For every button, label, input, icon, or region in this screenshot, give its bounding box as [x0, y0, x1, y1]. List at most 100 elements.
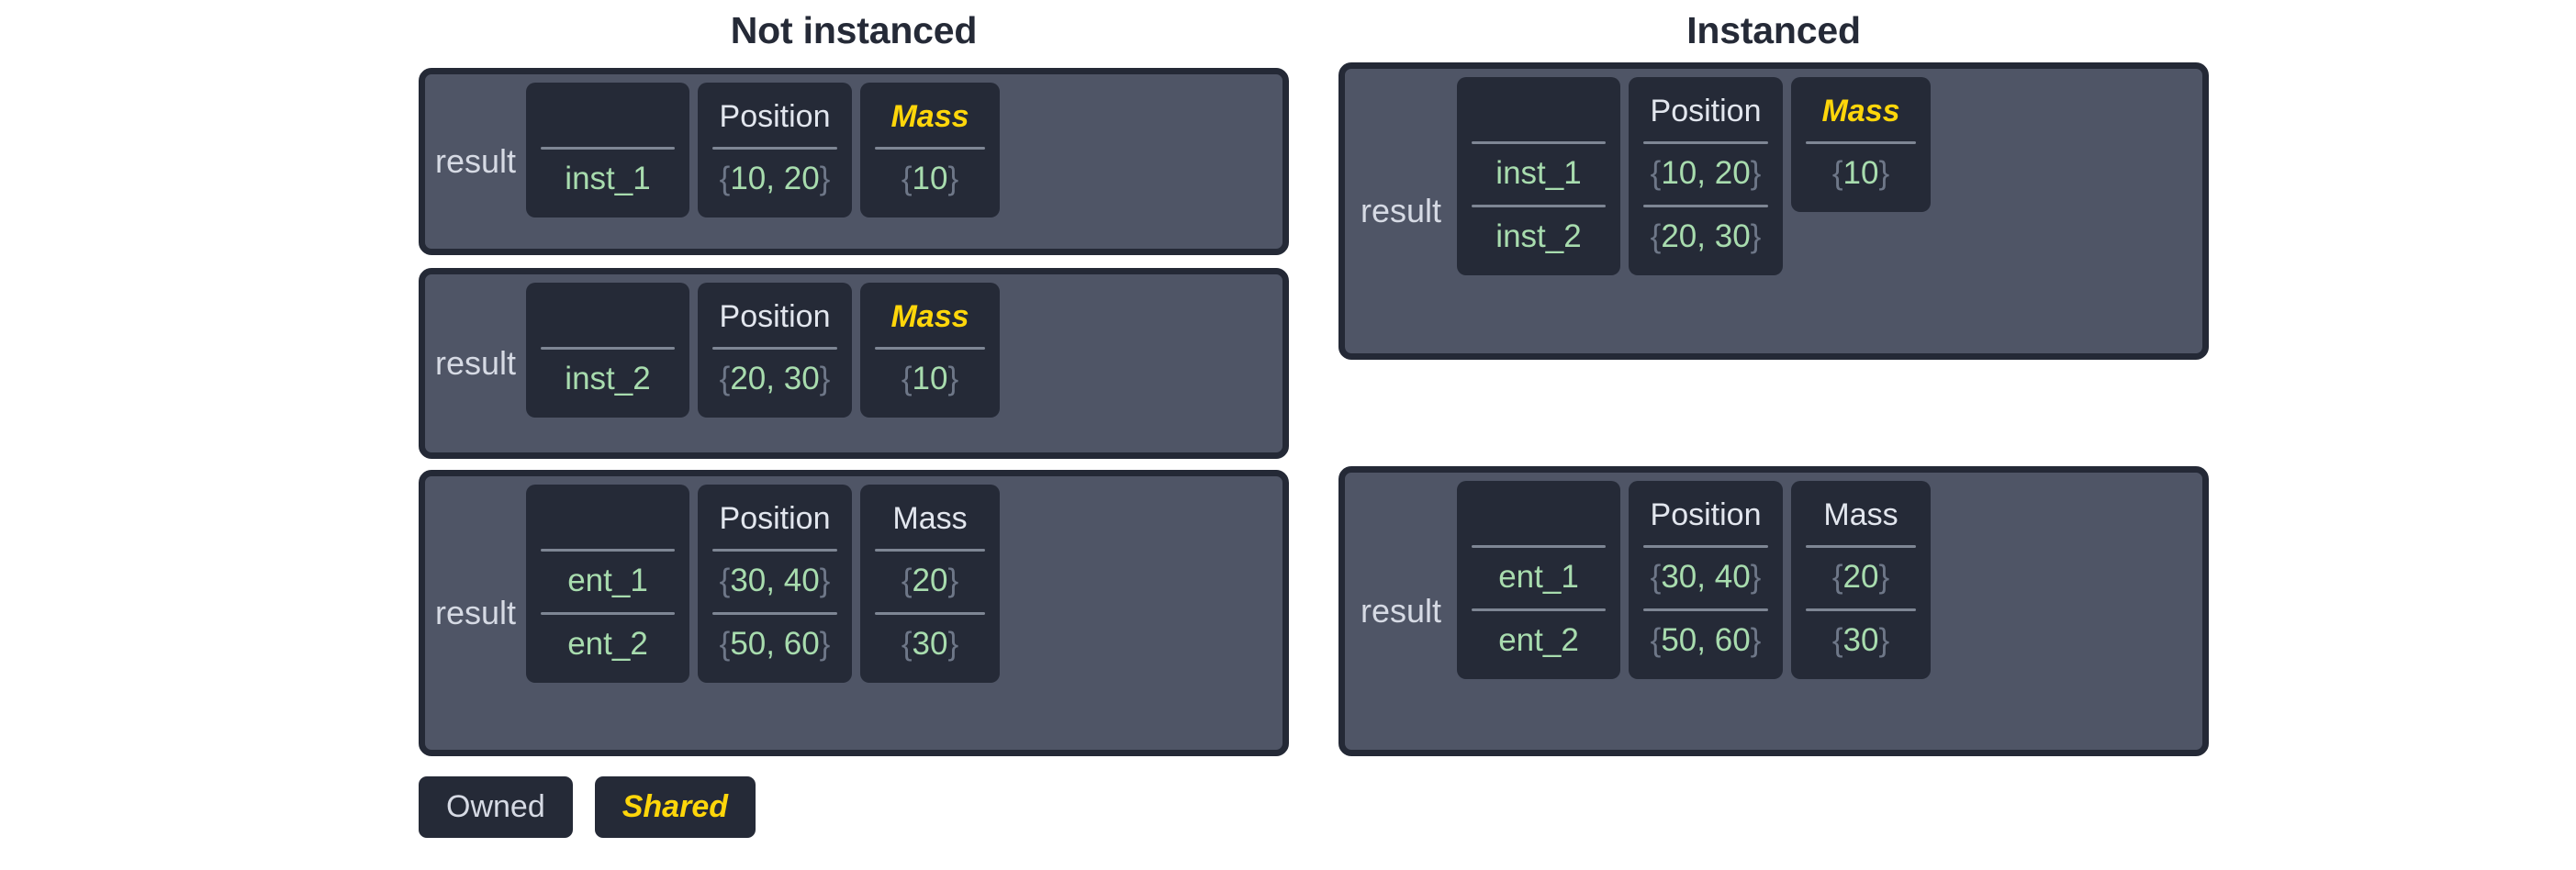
- entity-column: inst_1 inst_2: [1457, 77, 1620, 275]
- mass-column-value: {30}: [1831, 622, 1890, 658]
- entity-column-value: inst_2: [1495, 218, 1582, 254]
- columns-group: inst_2 Position {20, 30} Mass {10}: [526, 274, 1282, 452]
- row-separator: [875, 347, 985, 350]
- position-column-header: Position: [719, 298, 831, 334]
- columns-group: inst_1 Position {10, 20} Mass{10}: [526, 74, 1282, 249]
- table-row: ent_1: [1472, 540, 1606, 603]
- position-column-value: {10, 20}: [1650, 155, 1762, 191]
- position-column-value: {10, 20}: [719, 161, 831, 196]
- mass-column-value: {10}: [901, 161, 959, 196]
- mass-column-value: {10}: [1831, 155, 1890, 191]
- table-row: {10}: [1806, 136, 1916, 199]
- position-column-header: Position: [719, 500, 831, 536]
- position-column-value: {30, 40}: [719, 563, 831, 598]
- row-separator: [1643, 608, 1768, 611]
- row-separator: [541, 347, 675, 350]
- entity-column: ent_1 ent_2: [526, 485, 689, 683]
- table-row: {30}: [875, 607, 985, 670]
- mass-column-value: {30}: [901, 626, 959, 662]
- legend-chip-owned: Owned: [419, 776, 573, 838]
- mass-column-value: {10}: [901, 361, 959, 396]
- table-row: inst_1: [541, 141, 675, 205]
- mass-column-header: Mass: [1821, 93, 1900, 128]
- row-separator: [1472, 545, 1606, 548]
- entity-column: ent_1 ent_2: [1457, 481, 1620, 679]
- mass-column-value: {20}: [1831, 559, 1890, 595]
- table-row: {20}: [1806, 540, 1916, 603]
- row-separator: [1643, 141, 1768, 144]
- table-row: {30, 40}: [712, 543, 837, 607]
- row-separator: [541, 549, 675, 552]
- mass-column: Mass{10}: [860, 83, 1000, 218]
- entity-column-value: ent_1: [567, 563, 648, 598]
- table-not-instanced-3: result ent_1 ent_2 Position {30, 40} {50, 60…: [419, 470, 1289, 756]
- table-row: inst_1: [1472, 136, 1606, 199]
- table-row: {20, 30}: [712, 341, 837, 405]
- row-separator: [875, 147, 985, 150]
- table-row: inst_2: [1472, 199, 1606, 262]
- table-instanced-2: result ent_1 ent_2 Position {30, 40} {50, 60…: [1338, 466, 2209, 756]
- result-label: result: [1360, 592, 1442, 630]
- position-column-value: {50, 60}: [1650, 622, 1762, 658]
- mass-column: Mass {10}: [1791, 77, 1931, 212]
- entity-column-header: [1472, 490, 1606, 540]
- entity-column-header: [541, 92, 675, 141]
- position-column-header: Position: [1650, 93, 1762, 128]
- position-column: Position {10, 20} {20, 30}: [1629, 77, 1783, 275]
- row-separator: [1472, 608, 1606, 611]
- table-row: {30}: [1806, 603, 1916, 666]
- column-title-not-instanced: Not instanced: [730, 9, 978, 51]
- columns-group: inst_1 inst_2 Position {10, 20} {20, 30} Mass…: [1457, 69, 2202, 353]
- table-row: {20}: [875, 543, 985, 607]
- table-row: {30, 40}: [1643, 540, 1768, 603]
- result-label: result: [434, 594, 517, 631]
- result-label: result: [434, 142, 517, 180]
- table-row: ent_2: [541, 607, 675, 670]
- table-row: {10, 20}: [1643, 136, 1768, 199]
- entity-column-value: inst_1: [565, 161, 651, 196]
- table-row: {10}: [875, 141, 985, 205]
- column-title-instanced: Instanced: [1686, 9, 1861, 51]
- position-column-value: {50, 60}: [719, 626, 831, 662]
- table-row: {20, 30}: [1643, 199, 1768, 262]
- row-separator: [1643, 545, 1768, 548]
- row-separator: [712, 347, 837, 350]
- row-separator: [875, 612, 985, 615]
- mass-column: Mass{20}{30}: [860, 485, 1000, 683]
- table-row: {50, 60}: [1643, 603, 1768, 666]
- entity-column-value: inst_1: [1495, 155, 1582, 191]
- position-column: Position {20, 30}: [698, 283, 852, 418]
- mass-column: Mass {10}: [860, 283, 1000, 418]
- row-separator: [1806, 545, 1916, 548]
- row-separator: [541, 612, 675, 615]
- result-label: result: [1360, 192, 1442, 229]
- table-row: inst_2: [541, 341, 675, 405]
- position-column: Position {10, 20}: [698, 83, 852, 218]
- row-separator: [1806, 141, 1916, 144]
- mass-column-header: Mass: [890, 298, 969, 334]
- legend: Owned Shared: [419, 776, 756, 838]
- row-separator: [712, 612, 837, 615]
- position-column-header: Position: [719, 98, 831, 134]
- position-column: Position {30, 40} {50, 60}: [1629, 481, 1783, 679]
- entity-column-value: ent_2: [567, 626, 648, 662]
- position-column-header: Position: [1650, 496, 1762, 532]
- entity-column-header: [541, 292, 675, 341]
- table-row: ent_1: [541, 543, 675, 607]
- position-column-value: {20, 30}: [1650, 218, 1762, 254]
- legend-chip-shared: Shared: [594, 776, 756, 838]
- entity-column-value: inst_2: [565, 361, 651, 396]
- entity-column-value: ent_2: [1498, 622, 1579, 658]
- position-column-value: {30, 40}: [1650, 559, 1762, 595]
- row-separator: [1472, 205, 1606, 207]
- entity-column: inst_1: [526, 83, 689, 218]
- entity-column-header: [541, 494, 675, 543]
- table-row: {10, 20}: [712, 141, 837, 205]
- row-separator: [712, 549, 837, 552]
- table-instanced-1: result inst_1 inst_2 Position {10, 20} {20, …: [1338, 62, 2209, 360]
- mass-column-header: Mass: [1823, 496, 1898, 532]
- entity-column-value: ent_1: [1498, 559, 1579, 595]
- table-row: ent_2: [1472, 603, 1606, 666]
- entity-column: inst_2: [526, 283, 689, 418]
